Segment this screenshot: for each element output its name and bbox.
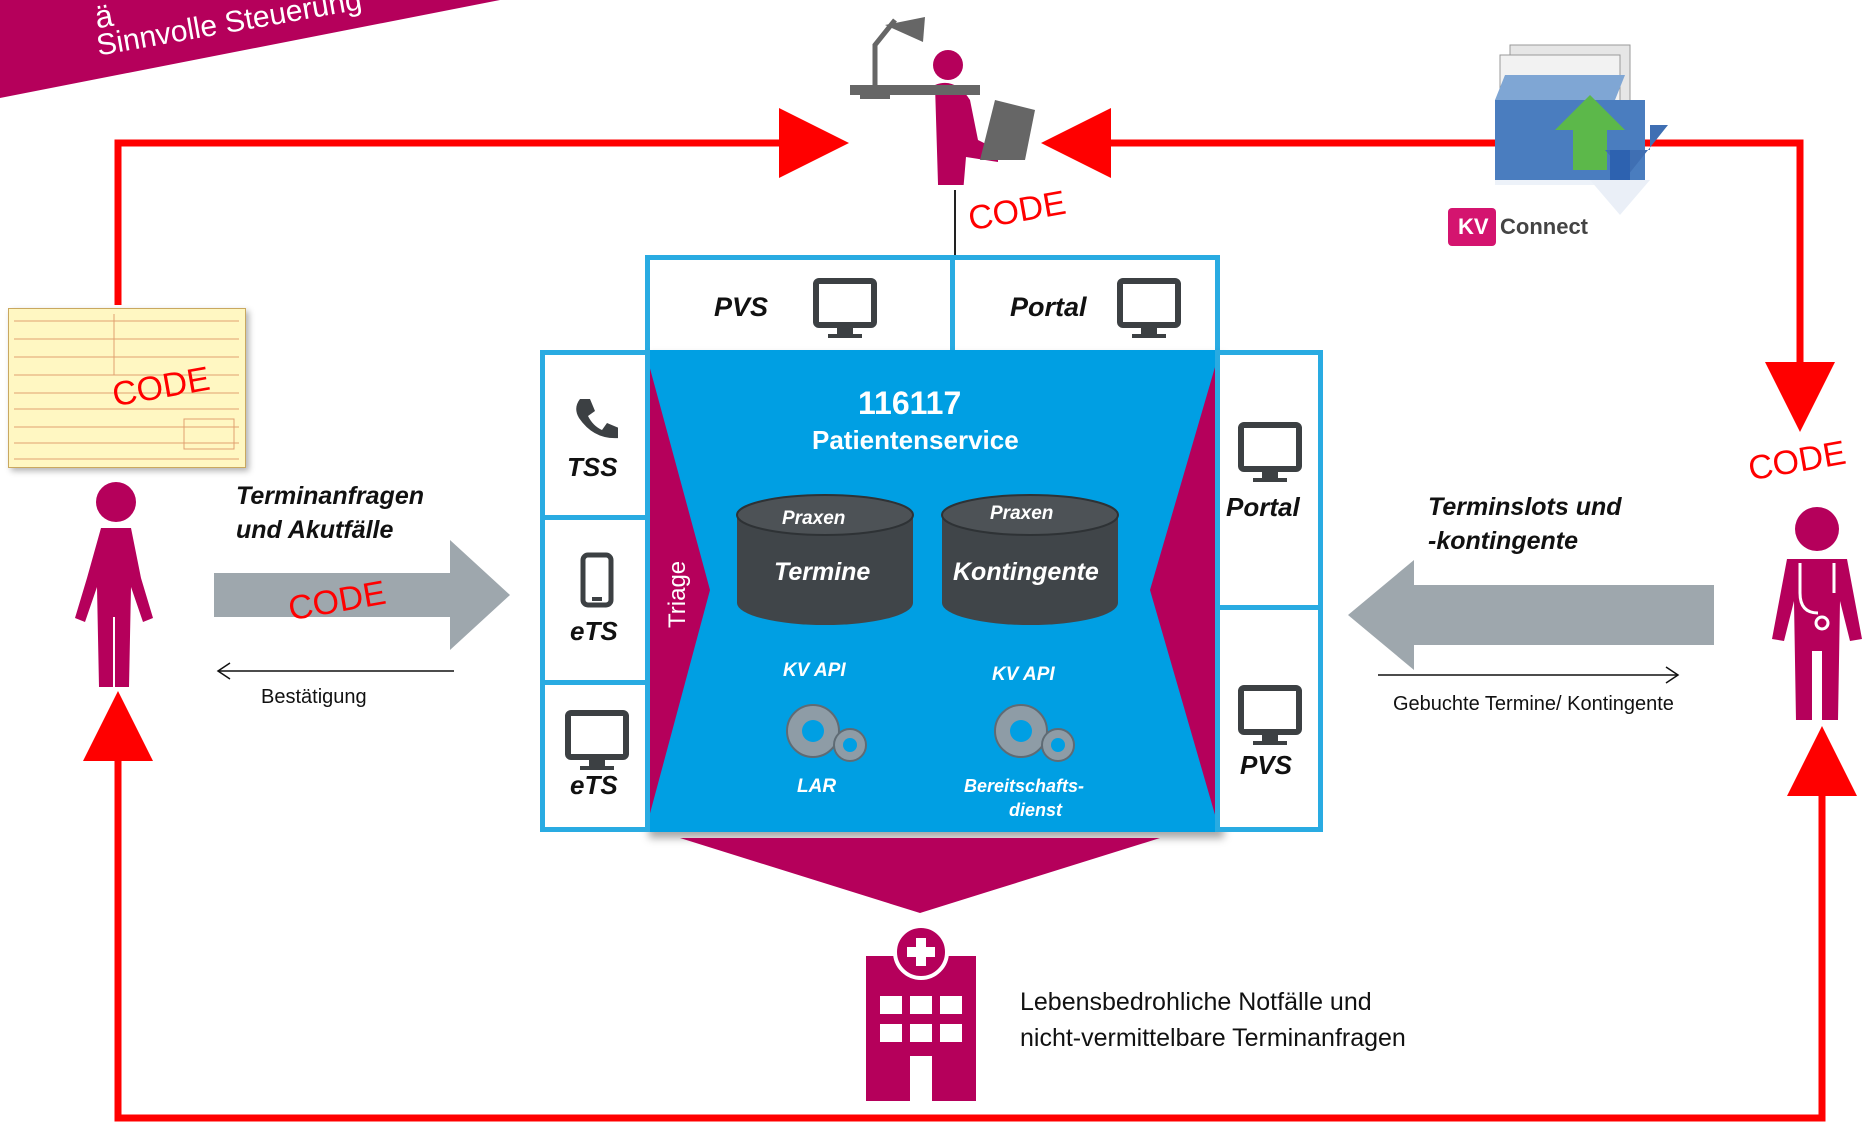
confirm-label: Bestätigung bbox=[261, 686, 367, 708]
bottom-funnel-arrow bbox=[680, 838, 1160, 913]
api2-bottom-label-2: dienst bbox=[1009, 800, 1063, 820]
db2-top-label: Praxen bbox=[990, 503, 1054, 524]
left-flow-title-1: Terminanfragen bbox=[236, 482, 425, 510]
booked-label: Gebuchte Termine/ Kontingente bbox=[1393, 693, 1674, 715]
patient-person-icon bbox=[75, 482, 153, 687]
api2-top-label: KV API bbox=[992, 664, 1055, 685]
db2-main-label: Kontingente bbox=[953, 558, 1099, 586]
ets-mobile-label: eTS bbox=[570, 616, 618, 646]
top-pvs-box bbox=[645, 255, 955, 355]
left-tss-box bbox=[540, 350, 650, 520]
kv-logo-brand: KV bbox=[1458, 214, 1489, 239]
kv-connect-logo bbox=[1440, 44, 1675, 240]
banner-shape bbox=[0, 0, 500, 98]
monitor-icon bbox=[1238, 422, 1302, 482]
gears-icon bbox=[994, 704, 1075, 762]
confirm-arrow bbox=[216, 662, 454, 680]
slots-arrow bbox=[1348, 560, 1714, 670]
tss-label: TSS bbox=[567, 452, 618, 482]
hospital-text-1: Lebensbedrohliche Notfälle und bbox=[1020, 988, 1372, 1016]
monitor-icon bbox=[1117, 278, 1181, 338]
service-title: Patientenservice bbox=[812, 425, 1019, 455]
top-portal-label: Portal bbox=[1010, 292, 1087, 322]
left-ets-desktop-box bbox=[540, 680, 650, 832]
monitor-icon bbox=[565, 710, 629, 770]
kv-logo-badge bbox=[1448, 208, 1496, 246]
doctor-person-icon bbox=[1772, 507, 1862, 720]
kv-logo-word: Connect bbox=[1500, 214, 1588, 239]
referral-form-image bbox=[8, 308, 246, 468]
left-flow-title-2: und Akutfälle bbox=[236, 516, 394, 544]
top-pvs-label: PVS bbox=[714, 292, 769, 322]
monitor-icon bbox=[813, 278, 877, 338]
doctor-at-desk-icon bbox=[850, 17, 1035, 185]
triage-wedges bbox=[645, 350, 1220, 832]
database-kontingente-icon bbox=[941, 494, 1119, 625]
right-flow-title-2: -kontingente bbox=[1428, 527, 1578, 555]
right-pvs-label: PVS bbox=[1240, 750, 1293, 780]
right-portal-label: Portal bbox=[1226, 492, 1300, 522]
service-number: 116117 bbox=[858, 385, 962, 421]
mobile-phone-icon bbox=[580, 552, 614, 608]
right-pvs-box bbox=[1215, 605, 1323, 832]
hospital-text-2: nicht-vermittelbare Terminanfragen bbox=[1020, 1024, 1406, 1052]
hospital-icon bbox=[866, 924, 976, 1101]
monitor-icon bbox=[1238, 685, 1302, 745]
api1-top-label: KV API bbox=[783, 660, 846, 681]
db1-top-label: Praxen bbox=[782, 508, 846, 529]
triage-label: Triage bbox=[664, 560, 691, 628]
api1-bottom-label: LAR bbox=[797, 776, 837, 797]
db1-main-label: Termine bbox=[774, 558, 871, 586]
gears-icon bbox=[786, 704, 867, 762]
right-flow-title-1: Terminslots und bbox=[1428, 493, 1622, 521]
request-arrow bbox=[214, 540, 510, 650]
api2-bottom-label-1: Bereitschafts- bbox=[964, 776, 1085, 796]
ets-desktop-label: eTS bbox=[570, 770, 618, 800]
database-termine-icon bbox=[736, 494, 914, 625]
booked-arrow bbox=[1378, 666, 1680, 684]
phone-icon bbox=[576, 399, 618, 439]
